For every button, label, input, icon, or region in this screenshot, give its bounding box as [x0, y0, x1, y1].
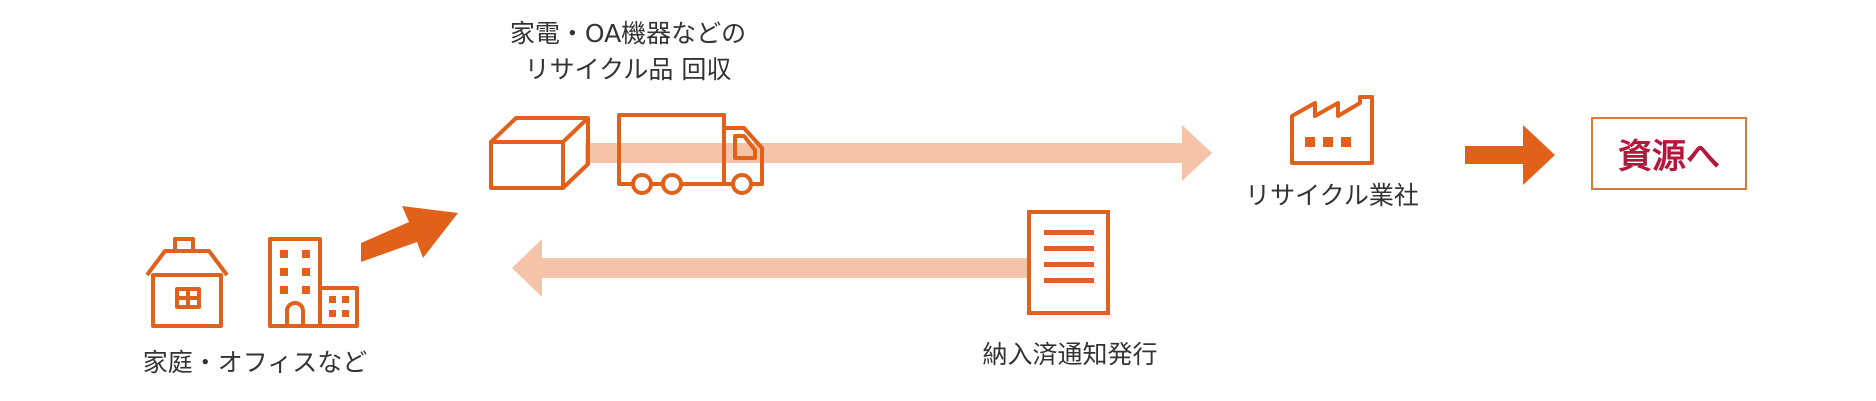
office-building-icon: [268, 237, 359, 328]
box-icon: [489, 116, 590, 190]
truck-icon: [617, 113, 764, 195]
collection-label-line2: リサイクル品 回収: [524, 55, 732, 84]
collection-label-line1: 家電・OA機器などの: [509, 19, 747, 48]
collection-flow-arrow: [585, 125, 1212, 181]
house-icon: [145, 237, 229, 328]
document-icon: [1027, 210, 1110, 315]
notice-label: 納入済通知発行: [982, 340, 1158, 369]
recycler-label: リサイクル業社: [1245, 181, 1419, 210]
source-to-collection-arrow: [361, 206, 458, 262]
collection-label: 家電・OA機器などの リサイクル品 回収: [478, 16, 778, 88]
factory-icon: [1290, 95, 1374, 165]
notice-flow-arrow: [512, 239, 1030, 297]
source-label: 家庭・オフィスなど: [142, 348, 368, 377]
resource-result-text: 資源へ: [1618, 137, 1720, 177]
resource-result-box: 資源へ: [1591, 117, 1747, 190]
to-resource-arrow: [1465, 125, 1555, 185]
